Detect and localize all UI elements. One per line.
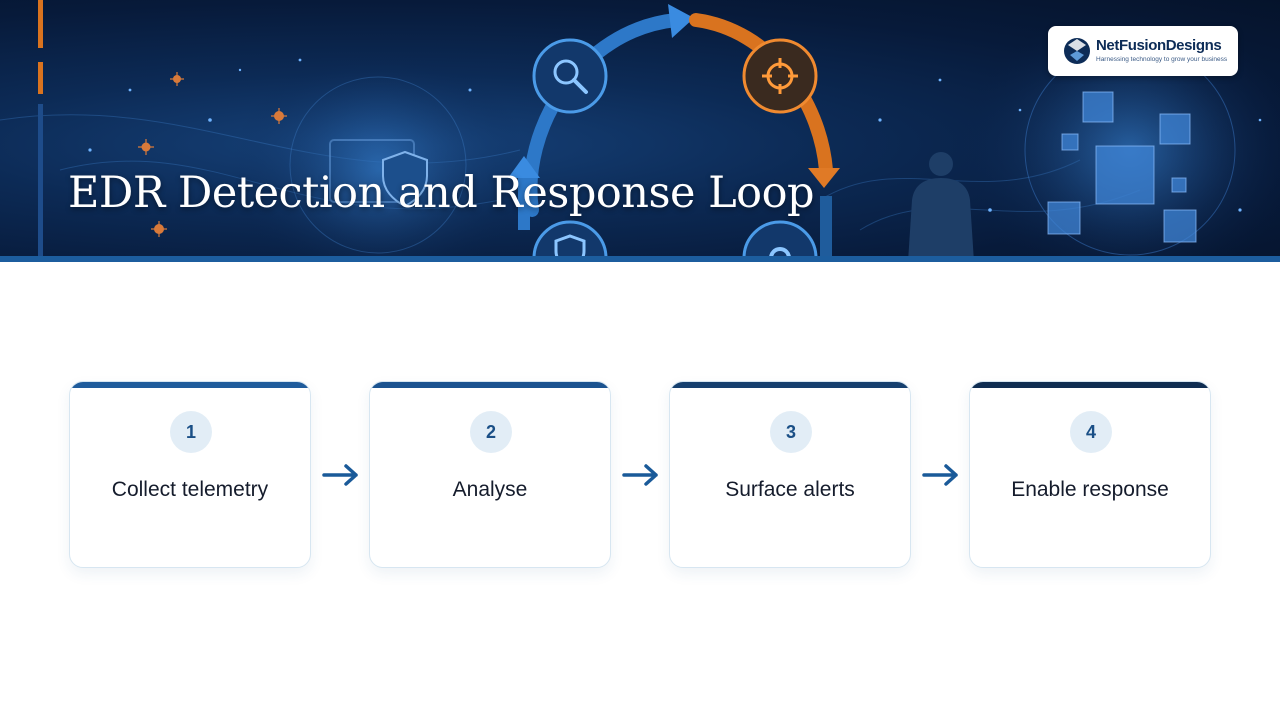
step-card-3: 3 Surface alerts — [669, 381, 911, 568]
arrow-right-icon — [922, 464, 958, 486]
card-top-bar — [370, 382, 610, 388]
arrow-right-icon — [322, 464, 358, 486]
card-top-bar — [670, 382, 910, 388]
company-logo[interactable]: NetFusionDesigns Harnessing technology t… — [1048, 26, 1238, 76]
accent-bar — [38, 104, 43, 256]
step-label: Surface alerts — [725, 478, 855, 501]
step-number-badge: 2 — [470, 411, 512, 453]
accent-bar — [38, 0, 43, 48]
step-card-1: 1 Collect telemetry — [69, 381, 311, 568]
logo-name: NetFusionDesigns — [1096, 37, 1222, 54]
step-label: Collect telemetry — [111, 478, 269, 501]
accent-bar — [38, 62, 43, 94]
step-label: Analyse — [452, 478, 528, 501]
banner-divider — [0, 256, 1280, 262]
header-banner: EDR Detection and Response Loop NetFusio… — [0, 0, 1280, 262]
arrow-right-icon — [622, 464, 658, 486]
search-icon — [532, 38, 608, 114]
logo-tagline: Harnessing technology to grow your busin… — [1096, 56, 1228, 63]
step-card-4: 4 Enable response — [969, 381, 1211, 568]
target-icon — [742, 38, 818, 114]
card-top-bar — [970, 382, 1210, 388]
card-top-bar — [70, 382, 310, 388]
step-number-badge: 4 — [1070, 411, 1112, 453]
step-card-2: 2 Analyse — [369, 381, 611, 568]
page-title: EDR Detection and Response Loop — [68, 168, 815, 218]
logo-mark-icon — [1064, 38, 1090, 64]
step-label: Enable response — [1011, 478, 1169, 501]
step-number-badge: 1 — [170, 411, 212, 453]
step-number-badge: 3 — [770, 411, 812, 453]
